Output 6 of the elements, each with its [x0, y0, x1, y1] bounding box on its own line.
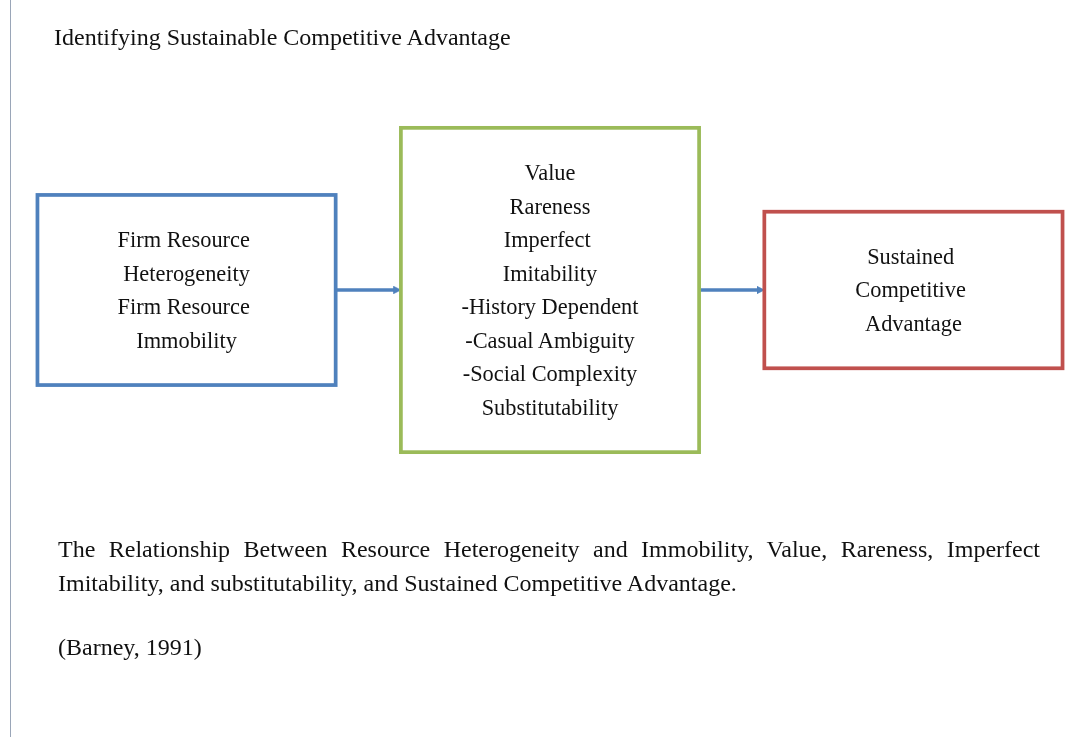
node-box: Firm Resource Heterogeneity Firm Resource Immobility: [35, 193, 338, 387]
citation-note: (Barney, 1991): [58, 634, 202, 661]
diagram-title: Identifying Sustainable Competitive Advantage: [54, 24, 511, 51]
node-box: Sustained Competitive Advantage: [762, 209, 1065, 371]
node-box: Value Rareness Imperfect Imitability -History Dependent -Casual Ambiguity -Social Complexity Substitutability: [399, 126, 701, 454]
figure-caption: The Relationship Between Resource Heterogeneity and Immobility, Value, Rareness, Imperfect Imitability, and substitutability, and Sustained Competitive Advantage.: [58, 535, 1040, 598]
